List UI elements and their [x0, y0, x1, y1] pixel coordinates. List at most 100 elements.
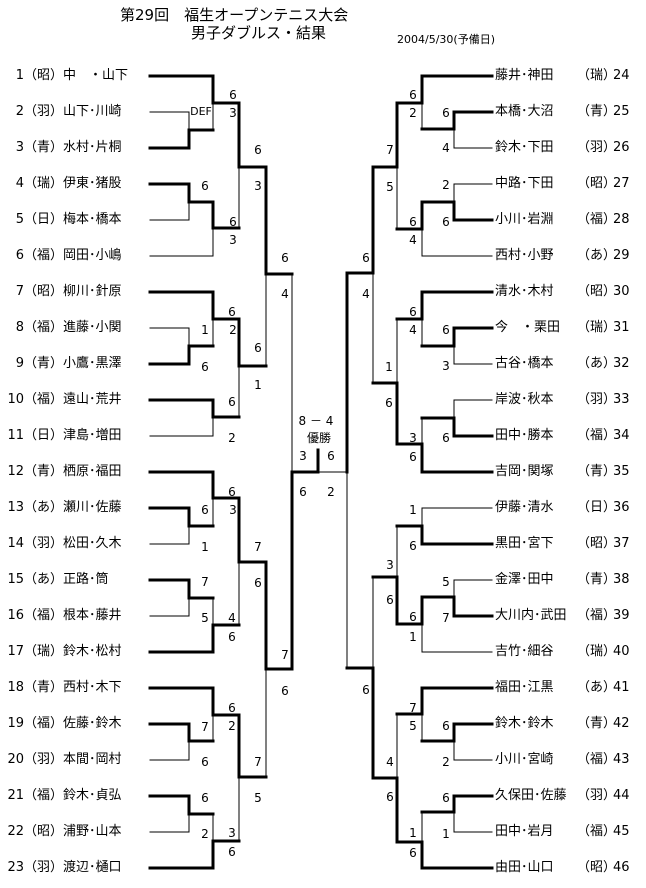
score-label: 6 — [442, 791, 450, 805]
bracket-line — [149, 740, 190, 761]
score-label: 6 — [201, 791, 209, 805]
player-names: 由田･山口 — [495, 860, 554, 875]
seed-number: 24 — [613, 68, 630, 83]
club-label: （青） — [577, 464, 617, 479]
seed-number: 46 — [613, 860, 630, 875]
club-label: （昭） — [577, 860, 617, 875]
score-label: 6 — [229, 88, 237, 102]
bracket-line-winner — [148, 344, 215, 366]
seed-number: 11 — [7, 428, 24, 443]
score-label: 6 — [228, 395, 236, 409]
score-label: 6 — [228, 485, 236, 499]
seed-number: 8 — [15, 320, 24, 335]
bracket-line — [149, 327, 190, 347]
club-label: （羽） — [577, 140, 617, 155]
bracket-line-champion — [148, 448, 320, 671]
club-label: （昭） — [24, 284, 64, 299]
score-label: 6 — [281, 684, 289, 698]
entry-row: 田中･勝本（福）34 — [0, 428, 646, 444]
entry-row: 15（あ）正路･筒 — [0, 572, 646, 588]
entry-row: 小川･宮崎（福）43 — [0, 752, 646, 768]
score-label: 6 — [409, 305, 417, 319]
seed-number: 3 — [15, 140, 24, 155]
bracket-line — [453, 579, 493, 598]
bracket-line-winner — [148, 686, 268, 779]
seed-number: 37 — [613, 536, 630, 551]
bracket-line — [421, 507, 493, 527]
entry-row: 9（青）小鷹･黒澤 — [0, 356, 646, 372]
entry-row: 今 ・栗田（瑞）31 — [0, 320, 646, 336]
club-label: （瑞） — [24, 644, 64, 659]
bracket-line-winner — [395, 686, 494, 716]
score-label: 6 — [228, 845, 236, 859]
score-label: 7 — [442, 611, 450, 625]
bracket-line — [421, 228, 493, 257]
player-names: 小鷹･黒澤 — [63, 356, 122, 371]
seed-number: 4 — [15, 176, 24, 191]
player-names: 久保田･佐藤 — [495, 788, 567, 803]
entry-row: 鈴木･鈴木（青）42 — [0, 716, 646, 732]
score-label: 7 — [254, 540, 262, 554]
entry-row: 金澤･田中（青）38 — [0, 572, 646, 588]
entry-row: 7（昭）柳川･針原 — [0, 284, 646, 300]
entry-row: 21（福）鈴木･貞弘 — [0, 788, 646, 804]
score-label: 6 — [385, 396, 393, 410]
entry-row: 8（福）進藤･小関 — [0, 320, 646, 336]
bracket-line-winner — [395, 200, 494, 231]
club-label: （日） — [24, 428, 64, 443]
score-label: 6 — [409, 610, 417, 624]
semi-score-left-top: 3 — [299, 449, 307, 463]
score-label: 6 — [409, 88, 417, 102]
seed-number: 14 — [7, 536, 24, 551]
club-label: （福） — [577, 608, 617, 623]
score-label: 7 — [386, 143, 394, 157]
score-label: 3 — [254, 179, 262, 193]
club-label: （昭） — [577, 176, 617, 191]
player-names: 根本･藤井 — [63, 608, 122, 623]
bracket-line-winner — [148, 578, 215, 600]
score-label: 5 — [254, 791, 262, 805]
score-label: 3 — [386, 558, 394, 572]
entry-row: 16（福）根本･藤井 — [0, 608, 646, 624]
score-label: 6 — [409, 450, 417, 464]
club-label: （日） — [24, 212, 64, 227]
score-label: 6 — [362, 251, 370, 265]
entry-row: 13（あ）瀬川･佐藤 — [0, 500, 646, 516]
entry-row: 2（羽）山下･川崎 — [0, 104, 646, 120]
entry-row: 藤井･神田（瑞）24 — [0, 68, 646, 84]
bracket-line-winner — [345, 666, 494, 870]
bracket-line — [453, 183, 493, 203]
bracket-line-winner — [148, 839, 241, 870]
bracket-line-winner — [148, 722, 215, 743]
entry-row: 吉竹･細谷（瑞）40 — [0, 644, 646, 660]
entry-row: 久保田･佐藤（羽）44 — [0, 788, 646, 804]
entry-row: 14（羽）松田･久木 — [0, 536, 646, 552]
seed-number: 22 — [7, 824, 24, 839]
club-label: （あ） — [577, 680, 617, 695]
entry-row: 西村･小野（あ）29 — [0, 248, 646, 264]
score-label: 2 — [442, 755, 450, 769]
player-names: 水村･片桐 — [63, 140, 122, 155]
club-label: （羽） — [24, 536, 64, 551]
player-names: 小川･岩淵 — [495, 212, 554, 227]
club-label: （昭） — [577, 536, 617, 551]
player-names: 中路･下田 — [495, 176, 554, 191]
score-label: 6 — [409, 846, 417, 860]
seed-number: 30 — [613, 284, 630, 299]
entry-row: 中路･下田（昭）27 — [0, 176, 646, 192]
entry-row: 20（羽）本間･岡村 — [0, 752, 646, 768]
seed-number: 43 — [613, 752, 630, 767]
bracket-line-winner — [395, 290, 494, 321]
player-names: 本間･岡村 — [63, 752, 122, 767]
bracket-line-winner — [148, 74, 294, 276]
score-label: 7 — [281, 648, 289, 662]
club-label: （福） — [24, 248, 64, 263]
club-label: （日） — [577, 500, 617, 515]
seed-number: 40 — [613, 644, 630, 659]
semi-score-right-top: 6 — [327, 449, 335, 463]
player-names: 松田･久木 — [63, 536, 122, 551]
event-subtitle: 男子ダブルス・結果 — [191, 24, 327, 42]
club-label: （あ） — [24, 500, 64, 515]
tournament-title: 第29回 福生オープンテニス大会 — [120, 6, 349, 24]
club-label: （福） — [24, 392, 64, 407]
